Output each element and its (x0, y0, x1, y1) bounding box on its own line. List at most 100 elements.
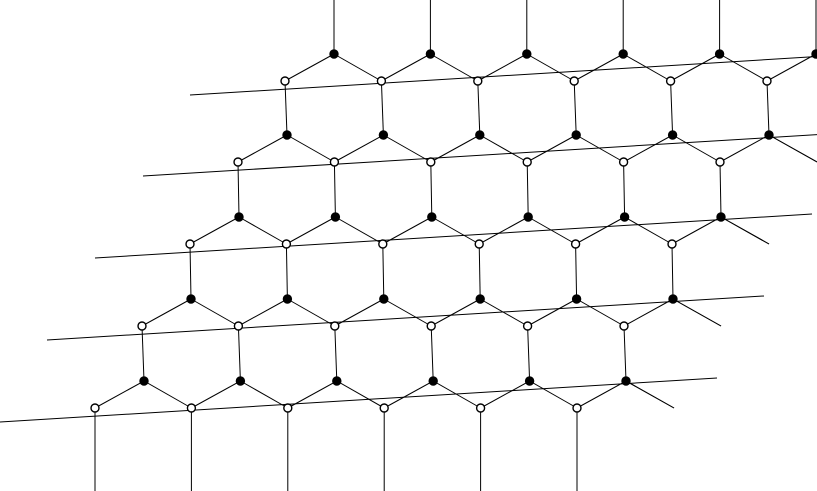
lattice-edge (526, 134, 577, 163)
open-node (618, 157, 629, 167)
filled-node (571, 130, 581, 140)
guide-line (142, 134, 817, 177)
vertical-edge (284, 80, 288, 136)
open-node (572, 403, 582, 413)
vertical-edge (430, 325, 434, 382)
lattice-edge (287, 298, 336, 327)
lattice-edge (622, 53, 671, 82)
filled-node (330, 212, 341, 222)
lattice-edge (189, 216, 240, 245)
lattice-edge (623, 134, 673, 163)
filled-node (524, 376, 535, 386)
open-node (330, 321, 340, 331)
open-node (233, 157, 243, 167)
open-node (522, 157, 532, 167)
vertical-edge (189, 243, 192, 300)
lattice-edge (720, 216, 770, 245)
open-node (426, 321, 436, 331)
lattice-edge (286, 134, 335, 163)
vertical-edge (671, 243, 674, 300)
open-node (715, 157, 725, 167)
lattice-edge (336, 380, 385, 409)
filled-node (475, 294, 485, 304)
filled-node (427, 212, 437, 222)
vertical-edge (430, 161, 433, 218)
open-node (522, 321, 533, 331)
vertical-edge (380, 80, 384, 136)
lattice-edge (625, 380, 675, 409)
lattice-edge (672, 298, 722, 327)
lattice-edge (238, 216, 287, 245)
lattice-edge (238, 298, 288, 327)
open-node (569, 76, 579, 86)
lattice-edge (335, 216, 384, 245)
lattice-edge (480, 380, 530, 409)
open-node (473, 76, 483, 86)
lattice-edge (766, 53, 817, 82)
lattice-edge (719, 134, 770, 163)
vertical-edge (719, 161, 722, 218)
lattice-edge (576, 380, 627, 409)
filled-node (139, 376, 149, 386)
lattice-edge (286, 216, 336, 245)
lattice-edge (141, 298, 192, 327)
filled-node (714, 49, 725, 59)
filled-node (379, 294, 389, 304)
lattice-edge (334, 134, 384, 163)
open-node (426, 157, 436, 167)
filled-node (282, 294, 293, 304)
lattice-edge (430, 134, 481, 163)
lattice-edge (575, 134, 624, 163)
vertical-edge (526, 161, 529, 218)
filled-node (522, 49, 532, 59)
lattice-edge (430, 53, 479, 82)
vertical-edge (334, 325, 338, 382)
lattice-edge (432, 380, 481, 409)
vertical-edge (141, 325, 145, 382)
lattice-edge (287, 380, 338, 409)
filled-node (425, 49, 436, 59)
open-node (619, 321, 629, 331)
filled-node (716, 212, 726, 222)
open-node (280, 76, 290, 86)
open-node (233, 321, 244, 331)
filled-node (234, 212, 244, 222)
guide-line (46, 295, 765, 341)
lattice-edge (573, 53, 624, 82)
lattice-edge (381, 53, 431, 82)
open-node (379, 403, 389, 413)
filled-node (282, 130, 292, 140)
filled-node (378, 130, 389, 140)
vertical-edge (670, 80, 674, 136)
lattice-edge (526, 53, 575, 82)
open-node (90, 403, 100, 413)
filled-node (571, 294, 582, 304)
filled-node (186, 294, 196, 304)
vertical-edge (333, 161, 336, 218)
vertical-edge (477, 80, 481, 136)
lattice-edge (575, 216, 625, 245)
lattice-edge (768, 134, 817, 163)
vertical-edge (623, 325, 627, 382)
lattice-edge (719, 53, 768, 82)
lattice-edge (479, 298, 528, 327)
filled-node (618, 49, 628, 59)
lattice-edge (383, 134, 432, 163)
lattice-edge (477, 53, 528, 82)
filled-node (764, 130, 774, 140)
lattice-edge (190, 298, 239, 327)
lattice-edge (479, 134, 528, 163)
open-node (474, 239, 484, 249)
lattice-edge (576, 298, 625, 327)
open-node (570, 239, 581, 249)
lattice-nodes (90, 49, 817, 413)
vertical-edge (237, 325, 241, 382)
lattice-edge (143, 380, 192, 409)
open-node (475, 403, 486, 413)
lattice-edge (623, 298, 674, 327)
lattice-edge (383, 298, 432, 327)
lattice-edge (240, 380, 289, 409)
lattice-edge (670, 53, 720, 82)
lattice-edge (478, 216, 529, 245)
